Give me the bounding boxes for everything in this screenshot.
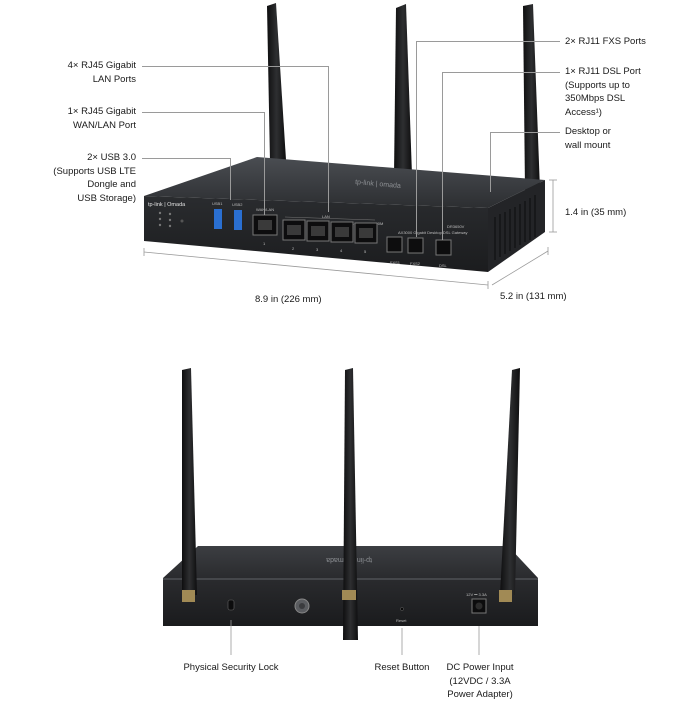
dsl-port xyxy=(435,239,452,256)
back-antenna-right xyxy=(500,368,520,595)
front-brand: tp-link | Omada xyxy=(148,202,186,208)
back-antenna-left xyxy=(182,368,197,595)
svg-text:WAN/LAN: WAN/LAN xyxy=(256,207,274,212)
top-logo: tp-link | omada xyxy=(355,179,401,190)
usb-port-1 xyxy=(214,209,222,229)
antenna-middle xyxy=(394,4,412,176)
svg-text:LAN: LAN xyxy=(322,214,330,219)
svg-text:AX3000 Gigabit Desktop DSL Gat: AX3000 Gigabit Desktop DSL Gateway xyxy=(398,230,467,235)
fxs-ports-label: 2× RJ11 FXS Ports xyxy=(565,36,646,47)
back-antenna-middle xyxy=(343,368,358,640)
svg-text:5: 5 xyxy=(364,249,367,254)
svg-text:DR3650V: DR3650V xyxy=(447,224,465,229)
security-lock-slot xyxy=(227,599,235,611)
chassis-side xyxy=(488,180,545,272)
svg-text:12V ⎓ 3.3A: 12V ⎓ 3.3A xyxy=(466,592,487,597)
chassis-top xyxy=(144,157,545,208)
antenna-right xyxy=(523,4,540,190)
svg-text:1: 1 xyxy=(263,241,266,246)
back-router-illustration: tp-link | omada Reset 12V ⎓ 3.3A xyxy=(163,368,538,655)
reset-button-label: Reset Button xyxy=(374,662,430,673)
svg-text:2: 2 xyxy=(292,246,295,251)
svg-text:FXS2: FXS2 xyxy=(410,261,421,266)
fxs-port-1 xyxy=(386,236,403,253)
svg-text:DSL: DSL xyxy=(439,263,448,268)
dsl-port-label: 1× RJ11 DSL Port(Supports up to 350Mbps … xyxy=(565,66,641,118)
front-router-illustration: tp-link | omada tp-link | Omada USB1 USB… xyxy=(143,3,557,289)
svg-text:Reset: Reset xyxy=(396,618,407,623)
status-leds xyxy=(158,211,184,228)
reset-pinhole xyxy=(400,607,404,611)
svg-text:USB2: USB2 xyxy=(232,202,243,207)
fxs-port-2 xyxy=(407,237,424,254)
svg-text:FXS1: FXS1 xyxy=(390,260,401,265)
antenna-left xyxy=(267,3,286,162)
svg-text:USB1: USB1 xyxy=(212,201,223,206)
security-lock-label: Physical Security Lock xyxy=(183,662,279,673)
height-dimension-label: 1.4 in (35 mm) xyxy=(565,207,627,218)
usb-port-2 xyxy=(234,210,242,230)
width-dimension-label: 8.9 in (226 mm) xyxy=(255,294,322,305)
depth-dimension-label: 5.2 in (131 mm) xyxy=(500,291,567,302)
svg-text:4: 4 xyxy=(340,248,343,253)
svg-text:3: 3 xyxy=(316,247,319,252)
